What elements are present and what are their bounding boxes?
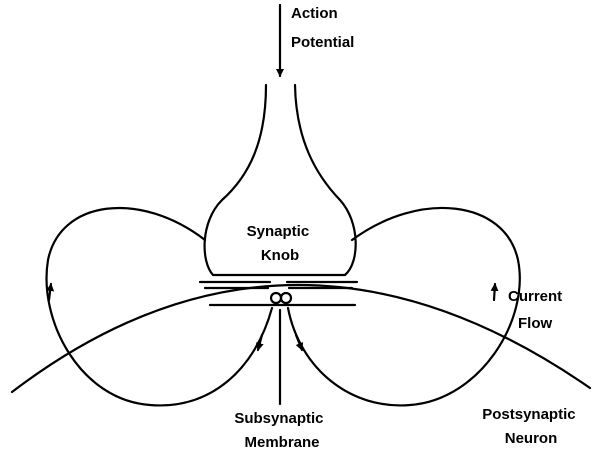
- current-flow-loop-right: [286, 206, 521, 407]
- current-flow-loop-left: [45, 207, 274, 407]
- current-flow-line1: Current: [508, 288, 562, 305]
- arrowhead-icon: [294, 333, 304, 352]
- subsynaptic-membrane-line2: Membrane: [244, 434, 319, 451]
- postsynaptic-neuron-line1: Postsynaptic: [482, 406, 575, 423]
- subsynaptic-membrane-line1: Subsynaptic: [234, 410, 323, 427]
- current-flow-line2: Flow: [518, 315, 552, 332]
- postsynaptic-neuron-line2: Neuron: [505, 430, 558, 447]
- synaptic-knob-label: Synaptic Knob: [247, 223, 314, 264]
- synaptic-knob-line1: Synaptic: [247, 223, 310, 240]
- synaptic-knob-outline: [203, 83, 357, 277]
- action-potential-line2: Potential: [291, 34, 354, 51]
- arrowhead-icon: [255, 333, 264, 352]
- synaptic-knob-line2: Knob: [261, 247, 299, 264]
- arrowhead-icon: [490, 282, 499, 302]
- synaptic-cleft-right: [279, 291, 293, 305]
- postsynaptic-neuron-membrane: [10, 283, 592, 394]
- action-potential-line1: Action: [291, 5, 338, 22]
- action-potential-label: Action Potential: [291, 5, 354, 51]
- postsynaptic-neuron-label: Postsynaptic Neuron: [482, 406, 580, 447]
- synaptic-cleft-left: [269, 291, 283, 305]
- current-flow-label: Current Flow: [508, 288, 566, 332]
- subsynaptic-membrane-label: Subsynaptic Membrane: [234, 410, 327, 451]
- arrowhead-icon: [46, 282, 55, 302]
